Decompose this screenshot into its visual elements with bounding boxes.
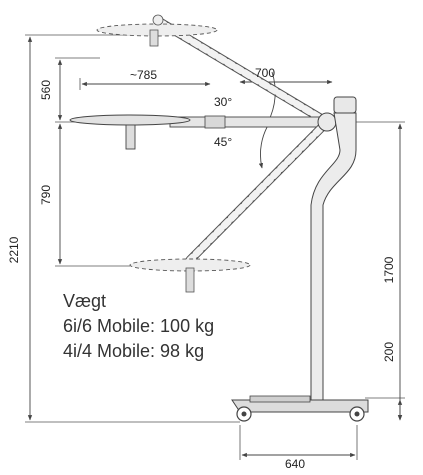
- upper-arm: [96, 14, 332, 127]
- label-base-height: 200: [382, 342, 396, 362]
- weight-info: Vægt 6i/6 Mobile: 100 kg 4i/4 Mobile: 98…: [63, 289, 214, 364]
- label-pole-height: 1700: [382, 256, 396, 283]
- weight-heading: Vægt: [63, 291, 107, 311]
- dimension-arrows: [27, 36, 403, 458]
- label-upper-height: 560: [39, 80, 53, 100]
- label-angle-upper: 30°: [214, 95, 232, 109]
- weight-line-6i: 6i/6 Mobile: 100 kg: [63, 316, 215, 336]
- label-angle-lower: 45°: [214, 135, 232, 149]
- stand-pole: [310, 112, 357, 401]
- label-arm-length: 700: [255, 66, 275, 80]
- stand-base: [231, 395, 369, 422]
- lower-arm: [129, 117, 332, 293]
- weight-line-4i: 4i/4 Mobile: 98 kg: [63, 341, 205, 361]
- middle-arm: [69, 114, 328, 150]
- label-base-width: 640: [285, 457, 305, 471]
- label-lower-height: 790: [39, 185, 53, 205]
- label-arm-reach: ~785: [130, 68, 157, 82]
- label-total-height: 2210: [7, 236, 21, 263]
